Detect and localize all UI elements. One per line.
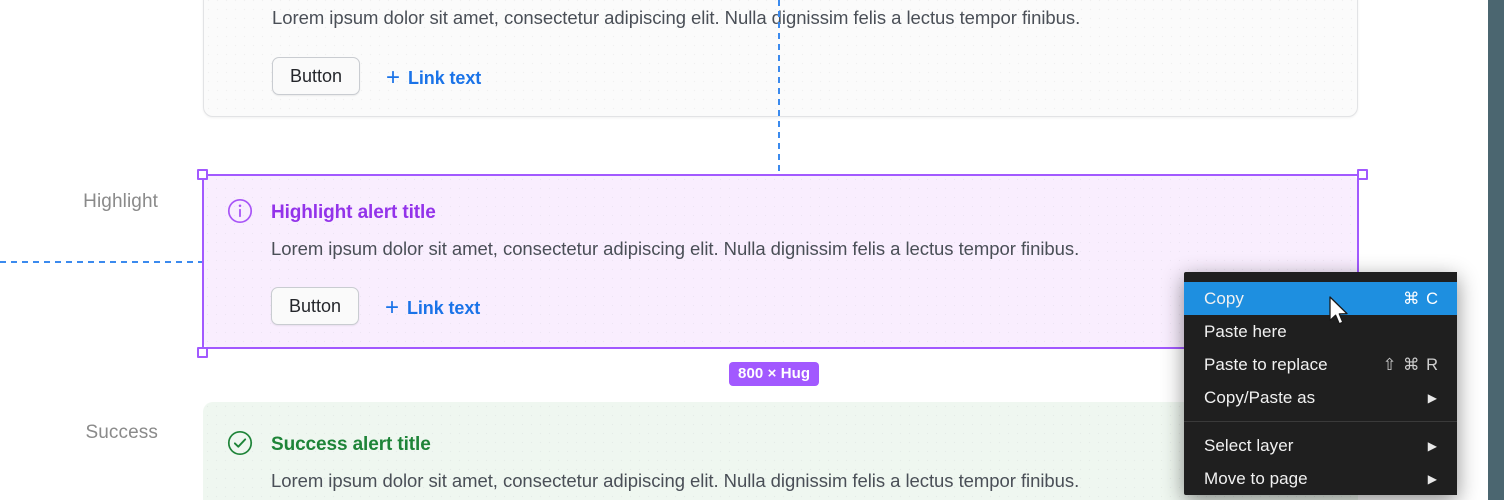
menu-item-paste-here[interactable]: Paste here bbox=[1184, 315, 1457, 348]
row-label-success: Success bbox=[85, 422, 158, 443]
menu-item-label: Paste to replace bbox=[1204, 354, 1328, 374]
menu-item-label: Copy/Paste as bbox=[1204, 387, 1316, 407]
smart-guide-vertical bbox=[778, 0, 780, 175]
menu-item-label: Copy bbox=[1204, 288, 1244, 308]
submenu-arrow-icon: ▶ bbox=[1427, 390, 1437, 405]
context-menu[interactable]: Copy ⌘ C Paste here Paste to replace ⇧ ⌘… bbox=[1184, 272, 1457, 495]
menu-item-label: Paste here bbox=[1204, 321, 1287, 341]
submenu-arrow-icon: ▶ bbox=[1427, 471, 1437, 486]
selection-size-badge: 800 × Hug bbox=[729, 362, 820, 386]
menu-item-shortcut: ⇧ ⌘ R bbox=[1382, 355, 1439, 374]
menu-item-label: Select layer bbox=[1204, 435, 1294, 455]
alert-link[interactable]: + Link text bbox=[385, 296, 480, 320]
success-alert-card[interactable]: Success alert title Lorem ipsum dolor si… bbox=[203, 402, 1358, 500]
smart-guide-horizontal bbox=[0, 261, 203, 263]
app-edge-strip bbox=[1488, 0, 1504, 500]
resize-handle-bottom-left[interactable] bbox=[197, 347, 208, 358]
alert-title: Success alert title bbox=[271, 434, 431, 455]
plus-icon: + bbox=[385, 294, 400, 321]
alert-link-label: Link text bbox=[408, 67, 482, 88]
menu-item-label: Move to page bbox=[1204, 468, 1308, 488]
check-circle-icon bbox=[227, 430, 253, 456]
alert-body-text: Lorem ipsum dolor sit amet, consectetur … bbox=[272, 7, 1081, 28]
alert-button[interactable]: Button bbox=[271, 287, 360, 325]
plus-icon: + bbox=[386, 64, 401, 91]
menu-item-copy[interactable]: Copy ⌘ C bbox=[1184, 282, 1457, 315]
default-alert-card[interactable]: Lorem ipsum dolor sit amet, consectetur … bbox=[203, 0, 1358, 117]
alert-title: Highlight alert title bbox=[271, 202, 436, 223]
alert-body-text: Lorem ipsum dolor sit amet, consectetur … bbox=[271, 470, 1080, 491]
menu-separator bbox=[1184, 421, 1457, 422]
menu-item-copy-paste-as[interactable]: Copy/Paste as ▶ bbox=[1184, 381, 1457, 414]
alert-body-text: Lorem ipsum dolor sit amet, consectetur … bbox=[271, 238, 1080, 259]
alert-link-label: Link text bbox=[407, 297, 481, 318]
submenu-arrow-icon: ▶ bbox=[1427, 438, 1437, 453]
menu-item-move-to-page[interactable]: Move to page ▶ bbox=[1184, 462, 1457, 495]
highlight-alert-card[interactable]: Highlight alert title Lorem ipsum dolor … bbox=[203, 175, 1358, 348]
menu-item-paste-to-replace[interactable]: Paste to replace ⇧ ⌘ R bbox=[1184, 348, 1457, 381]
row-label-highlight: Highlight bbox=[83, 191, 158, 212]
info-circle-icon bbox=[227, 198, 253, 224]
alert-button[interactable]: Button bbox=[272, 57, 361, 95]
resize-handle-top-right[interactable] bbox=[1357, 169, 1368, 180]
menu-item-shortcut: ⌘ C bbox=[1403, 289, 1439, 308]
alert-link[interactable]: + Link text bbox=[386, 66, 481, 90]
menu-item-select-layer[interactable]: Select layer ▶ bbox=[1184, 429, 1457, 462]
